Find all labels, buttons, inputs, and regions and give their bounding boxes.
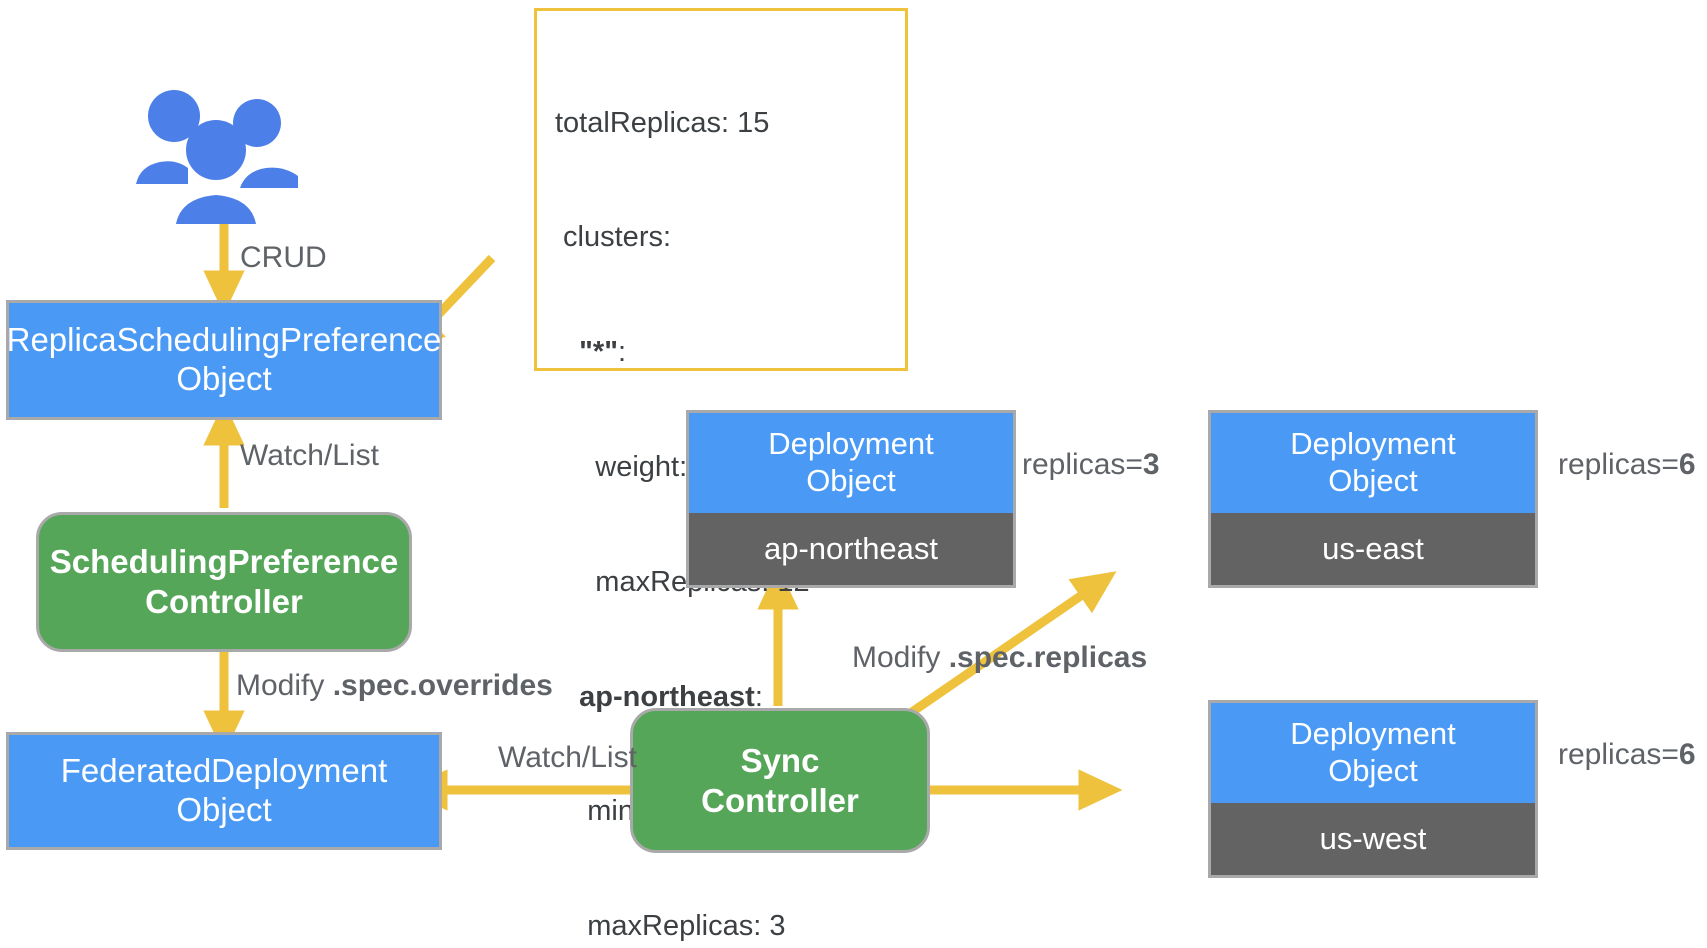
- yaml-line: totalReplicas: 15: [555, 106, 770, 139]
- yaml-line: clusters:: [555, 221, 672, 254]
- yaml-colon: :: [754, 680, 763, 713]
- users-group-icon: [118, 88, 318, 224]
- replicas-prefix: replicas=: [1558, 738, 1679, 771]
- node-title-line2: Object: [806, 462, 896, 498]
- node-title-line1: Deployment: [768, 426, 934, 462]
- deployment-header: Deployment Object: [689, 413, 1013, 513]
- deployment-object-us-east[interactable]: Deployment Object us-east: [1208, 410, 1538, 588]
- node-title-line1: SchedulingPreference: [49, 543, 399, 581]
- node-title-line1: Deployment: [1290, 426, 1456, 462]
- yaml-line: ap-northeast:: [555, 678, 887, 716]
- edge-label-crud: CRUD: [240, 241, 327, 274]
- replicas-prefix: replicas=: [1022, 448, 1143, 481]
- edge-label-watch-list-top: Watch/List: [240, 439, 379, 472]
- replicas-badge-us-west: replicas=6: [1558, 738, 1696, 772]
- node-title-line2: Object: [1328, 752, 1418, 788]
- deployment-header: Deployment Object: [1211, 703, 1535, 803]
- node-title-line2: Object: [1328, 462, 1418, 498]
- edge-label-watch-list-bottom: Watch/List: [498, 741, 637, 774]
- yaml-key-wildcard: "*": [555, 336, 618, 369]
- yaml-line: maxReplicas: 3: [555, 910, 786, 943]
- replicas-badge-ap-northeast: replicas=3: [1022, 448, 1160, 482]
- node-title-line2: Controller: [145, 583, 303, 620]
- edge-label-field: .spec.overrides: [332, 669, 553, 702]
- replicas-value: 6: [1678, 448, 1696, 481]
- edge-label-modify-replicas: Modify .spec.replicas: [852, 640, 1147, 677]
- node-title-line1: ReplicaSchedulingPreference: [6, 321, 442, 359]
- replicas-badge-us-east: replicas=6: [1558, 448, 1696, 482]
- node-title-line1: Sync: [740, 741, 820, 779]
- edge-label-field: .spec.replicas: [948, 641, 1148, 674]
- deployment-object-ap-northeast[interactable]: Deployment Object ap-northeast: [686, 410, 1016, 588]
- node-title-line2: Object: [176, 360, 272, 397]
- cluster-name-us-east: us-east: [1211, 512, 1535, 585]
- replicas-prefix: replicas=: [1558, 448, 1679, 481]
- edge-label-verb: Modify: [236, 669, 333, 702]
- replicas-value: 3: [1142, 448, 1160, 481]
- yaml-line: "*":: [555, 333, 887, 371]
- cluster-name-ap-northeast: ap-northeast: [689, 512, 1013, 585]
- edge-label-modify-overrides: Modify .spec.overrides: [236, 668, 553, 705]
- scheduling-preference-controller[interactable]: SchedulingPreference Controller: [36, 512, 412, 652]
- edge-label-verb: Modify: [852, 641, 941, 674]
- node-title-line2: Object: [176, 791, 272, 828]
- deployment-object-us-west[interactable]: Deployment Object us-west: [1208, 700, 1538, 878]
- federated-deployment-object[interactable]: FederatedDeployment Object: [6, 732, 442, 850]
- node-title-line2: Controller: [701, 781, 859, 819]
- node-title-line1: FederatedDeployment: [60, 752, 388, 790]
- cluster-name-us-west: us-west: [1211, 802, 1535, 875]
- replicas-value: 6: [1678, 738, 1696, 771]
- deployment-header: Deployment Object: [1211, 413, 1535, 513]
- yaml-colon: :: [617, 336, 627, 369]
- sync-controller[interactable]: Sync Controller: [630, 708, 930, 853]
- yaml-key-ap-northeast: ap-northeast: [555, 680, 755, 713]
- node-title-line1: Deployment: [1290, 716, 1456, 752]
- replica-scheduling-preference-object[interactable]: ReplicaSchedulingPreference Object: [6, 300, 442, 420]
- replica-scheduling-spec-panel: totalReplicas: 15 clusters: "*": weight:…: [534, 8, 908, 942]
